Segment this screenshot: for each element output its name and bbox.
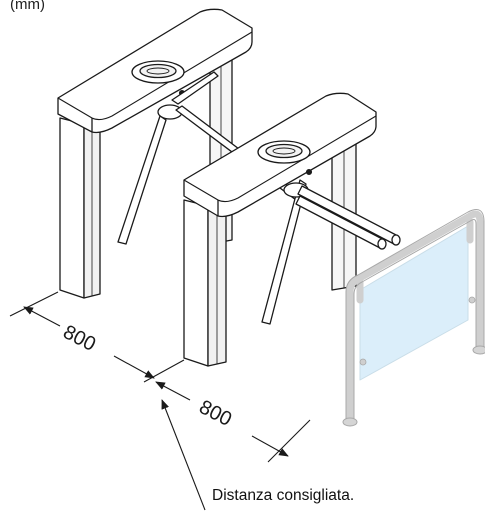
dimension-label-right: 800 bbox=[195, 396, 235, 431]
units-label: (mm) bbox=[10, 0, 45, 13]
turnstile-front-icon bbox=[183, 92, 401, 367]
glass-gate-icon bbox=[342, 209, 485, 427]
recommended-distance-note: Distanza consigliata. bbox=[212, 487, 355, 504]
dimension-label-left: 800 bbox=[59, 321, 99, 356]
dimension-arrow-icon bbox=[9, 291, 311, 511]
